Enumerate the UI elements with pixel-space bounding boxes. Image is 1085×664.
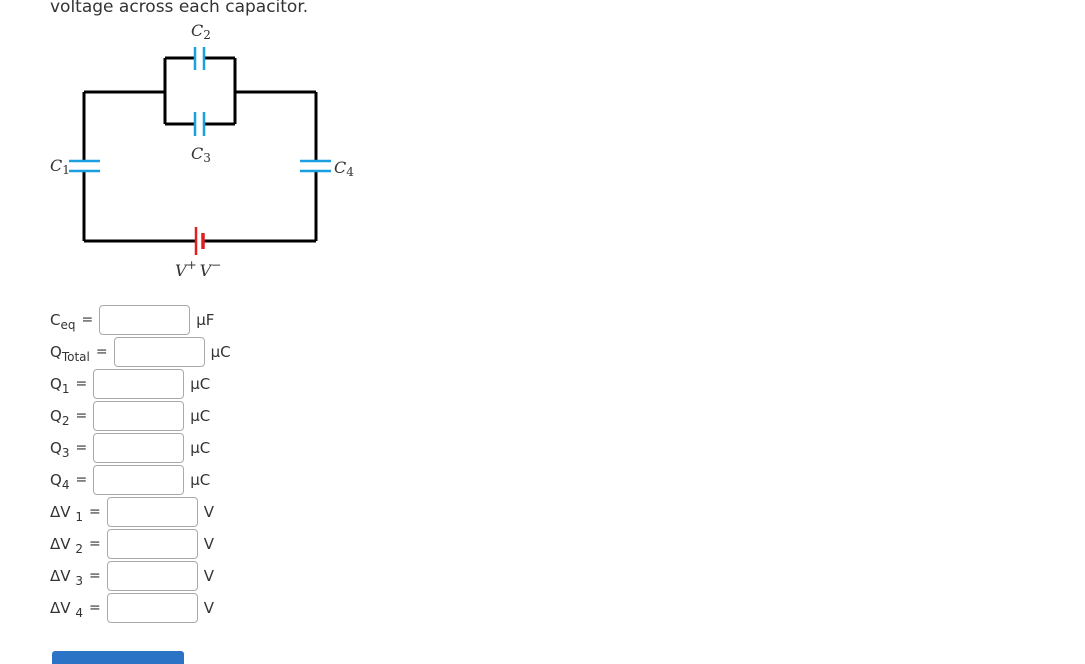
q1-row: Q1 = μC <box>50 369 211 399</box>
dv1-row: ΔV 1 = V <box>50 497 214 527</box>
q2-input[interactable] <box>93 401 185 431</box>
dv3-unit: V <box>203 567 214 585</box>
dv4-symbol: ΔV 4 <box>50 599 83 620</box>
q3-unit: μC <box>190 439 211 457</box>
q1-symbol: Q1 <box>50 375 70 396</box>
circuit-diagram: C2 C3 C1 C4 V+V− <box>50 21 354 280</box>
capacitor-c4 <box>300 159 331 173</box>
battery <box>194 227 205 255</box>
equals-sign: = <box>75 408 88 424</box>
dv3-symbol: ΔV 3 <box>50 567 83 588</box>
equals-sign: = <box>88 536 101 552</box>
ceq-unit: μF <box>196 311 215 329</box>
equals-sign: = <box>88 568 101 584</box>
dv3-input[interactable] <box>106 561 198 591</box>
ceq-input[interactable] <box>99 305 191 335</box>
dv2-input[interactable] <box>106 529 198 559</box>
q4-unit: μC <box>190 471 211 489</box>
q3-symbol: Q3 <box>50 439 70 460</box>
q3-row: Q3 = μC <box>50 433 211 463</box>
q4-input[interactable] <box>93 465 185 495</box>
qtotal-row: QTotal = μC <box>50 337 231 367</box>
equals-sign: = <box>95 344 108 360</box>
equals-sign: = <box>75 472 88 488</box>
c3-label: C3 <box>191 144 211 165</box>
dv1-input[interactable] <box>106 497 198 527</box>
equals-sign: = <box>88 504 101 520</box>
dv3-row: ΔV 3 = V <box>50 561 214 591</box>
dv1-unit: V <box>203 503 214 521</box>
q4-symbol: Q4 <box>50 471 70 492</box>
equals-sign: = <box>81 312 94 328</box>
q4-row: Q4 = μC <box>50 465 211 495</box>
dv1-symbol: ΔV 1 <box>50 503 83 524</box>
q2-unit: μC <box>190 407 211 425</box>
c1-label: C1 <box>50 156 70 177</box>
battery-voltage-label: V+V− <box>175 258 221 280</box>
q1-input[interactable] <box>93 369 185 399</box>
dv4-row: ΔV 4 = V <box>50 593 214 623</box>
ceq-symbol: Ceq <box>50 311 76 332</box>
qtotal-input[interactable] <box>113 337 205 367</box>
q1-unit: μC <box>190 375 211 393</box>
ceq-row: Ceq = μF <box>50 305 215 335</box>
dv2-row: ΔV 2 = V <box>50 529 214 559</box>
q2-row: Q2 = μC <box>50 401 211 431</box>
qtotal-unit: μC <box>210 343 231 361</box>
q2-symbol: Q2 <box>50 407 70 428</box>
submit-question-button[interactable]: Submit Question <box>52 651 184 664</box>
capacitor-c1 <box>69 159 100 173</box>
equals-sign: = <box>88 600 101 616</box>
dv4-input[interactable] <box>106 593 198 623</box>
capacitor-c2 <box>193 47 206 70</box>
equals-sign: = <box>75 376 88 392</box>
equals-sign: = <box>75 440 88 456</box>
circuit-wires <box>82 56 318 243</box>
q3-input[interactable] <box>93 433 185 463</box>
dv2-symbol: ΔV 2 <box>50 535 83 556</box>
c4-label: C4 <box>334 158 354 179</box>
dv4-unit: V <box>203 599 214 617</box>
c2-label: C2 <box>191 21 211 42</box>
qtotal-symbol: QTotal <box>50 343 90 364</box>
capacitor-c3 <box>193 112 206 136</box>
dv2-unit: V <box>203 535 214 553</box>
question-intro-text: voltage across each capacitor. <box>50 0 309 17</box>
